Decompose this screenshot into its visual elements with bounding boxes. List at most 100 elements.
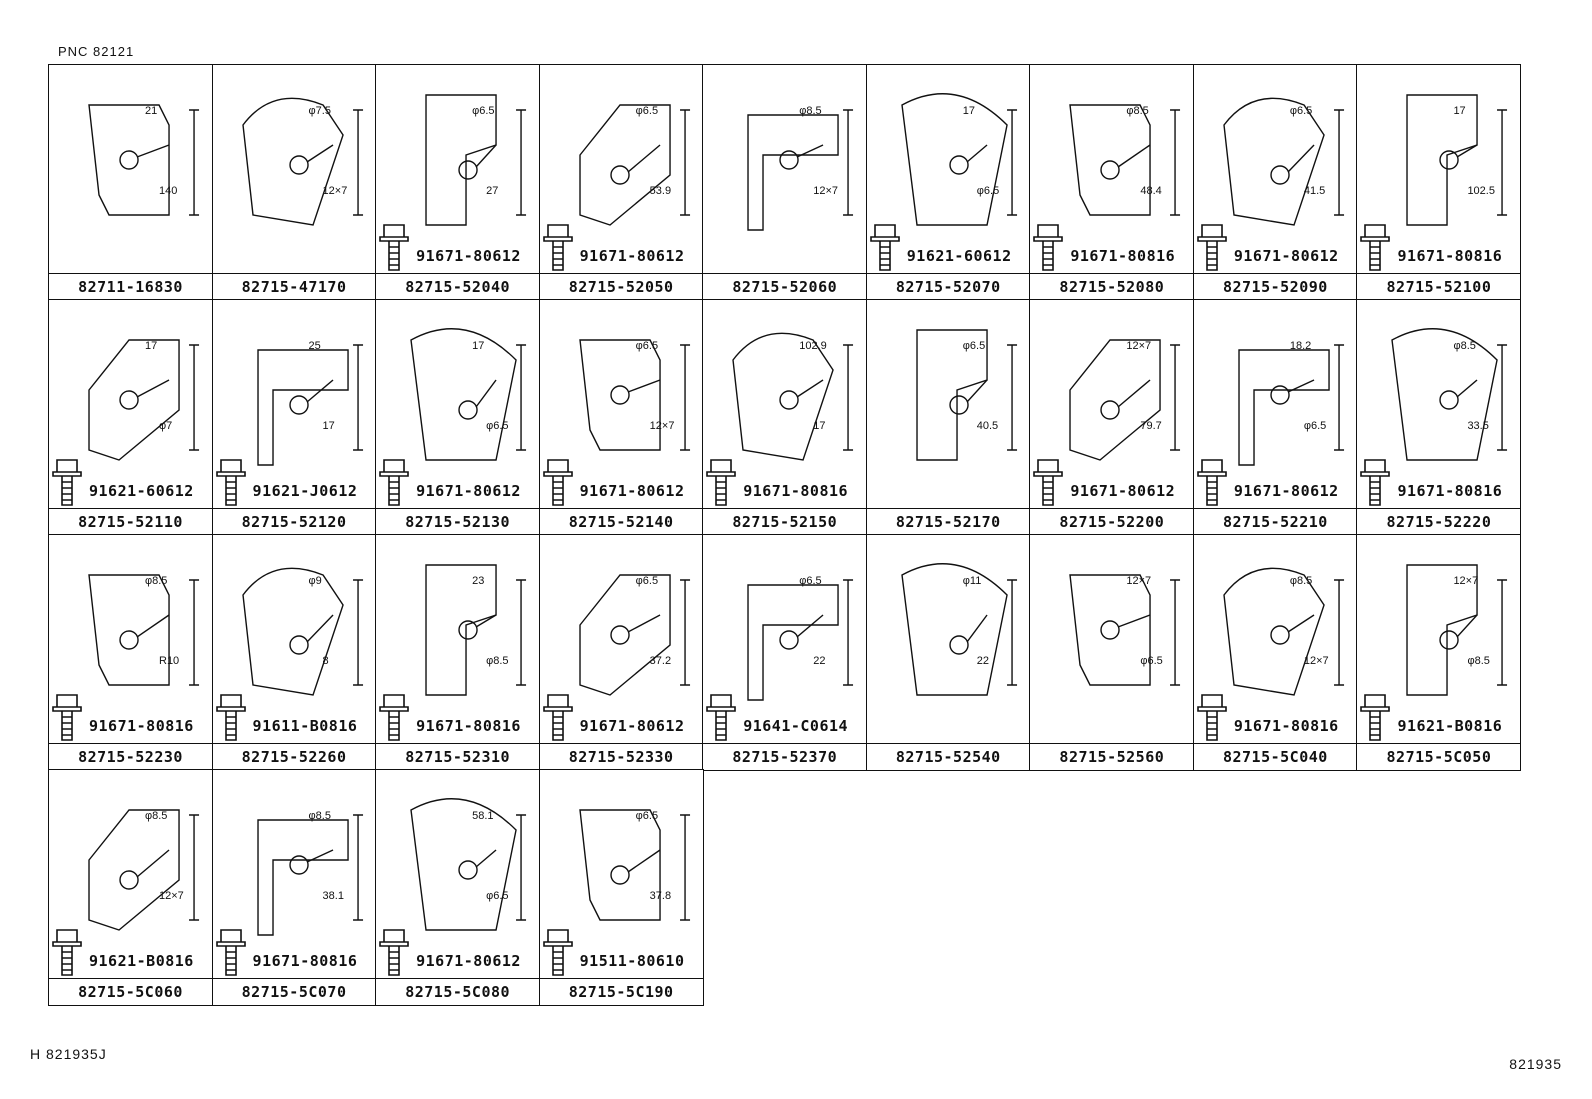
- bolt-part-number[interactable]: 91621-J0612: [252, 482, 358, 500]
- part-number[interactable]: 82715-52170: [866, 507, 1030, 535]
- bolt-part-number[interactable]: 91671-80816: [416, 717, 521, 735]
- part-number[interactable]: 82715-5C070: [212, 977, 376, 1005]
- part-number[interactable]: 82715-52100: [1357, 272, 1521, 300]
- bolt-part-number[interactable]: 91671-80612: [416, 247, 521, 265]
- bolt-part-number[interactable]: 91641-C0614: [743, 717, 849, 735]
- part-number[interactable]: 82711-16830: [49, 272, 213, 300]
- part-number[interactable]: 82715-5C080: [376, 977, 540, 1005]
- bolt-icon: [215, 694, 246, 741]
- part-number[interactable]: 82715-52120: [212, 507, 376, 535]
- part-number[interactable]: 82715-5C190: [539, 977, 703, 1005]
- bolt-part-number[interactable]: 91621-60612: [906, 247, 1012, 265]
- bolt-part-number[interactable]: 91671-80816: [1070, 247, 1176, 265]
- bolt-part-number[interactable]: 91671-80612: [1233, 247, 1339, 265]
- part-number[interactable]: 82715-52090: [1193, 272, 1357, 300]
- bolt-part-number[interactable]: 91671-80612: [579, 717, 685, 735]
- bolt-part-number[interactable]: 91671-80612: [579, 482, 685, 500]
- part-number[interactable]: 82715-5C050: [1357, 742, 1521, 770]
- part-number[interactable]: 82715-52130: [376, 507, 540, 535]
- bolt-part-number[interactable]: 91621-60612: [89, 482, 194, 500]
- part-number[interactable]: 82715-52040: [376, 272, 540, 300]
- part-number[interactable]: 82715-52310: [376, 742, 540, 770]
- bolt-part-number[interactable]: 91671-80612: [1070, 482, 1176, 500]
- bolt-part-number[interactable]: 91671-80816: [1397, 247, 1503, 265]
- part-number[interactable]: 82715-52060: [703, 272, 867, 300]
- part-number[interactable]: 82715-52050: [539, 272, 703, 300]
- part-number[interactable]: 82715-52560: [1030, 742, 1194, 770]
- dimension-label: 17: [145, 340, 158, 352]
- part-number[interactable]: 82715-52110: [49, 507, 213, 535]
- bolt-part-number[interactable]: 91671-80816: [1397, 482, 1503, 500]
- dimension-label: φ6.5: [1303, 420, 1327, 432]
- bolt-part-number[interactable]: 91671-80816: [743, 482, 849, 500]
- part-illustration: [376, 300, 539, 510]
- part-number[interactable]: 82715-52140: [539, 507, 703, 535]
- part-number[interactable]: 82715-52210: [1193, 507, 1357, 535]
- bolt-part-number[interactable]: 91511-80610: [579, 952, 685, 970]
- part-number[interactable]: 82715-47170: [212, 272, 376, 300]
- bolt-icon: [1360, 224, 1391, 271]
- part-number[interactable]: 82715-52230: [49, 742, 213, 770]
- part-number[interactable]: 82715-52540: [866, 742, 1030, 770]
- part-number[interactable]: 82715-52150: [703, 507, 867, 535]
- part-illustration: [49, 65, 212, 275]
- bolt-part-number[interactable]: 91671-80612: [416, 482, 521, 500]
- bolt-part-number[interactable]: 91671-80612: [1233, 482, 1339, 500]
- bolt-part-number[interactable]: 91671-80816: [1233, 717, 1339, 735]
- bolt-part-number[interactable]: 91621-B0816: [89, 952, 194, 970]
- dimension-label: 17: [1453, 105, 1466, 117]
- bolt-part-number[interactable]: 91611-B0816: [252, 717, 358, 735]
- dimension-label: 22: [813, 655, 826, 667]
- part-illustration: [376, 535, 539, 745]
- part-number[interactable]: 82715-52260: [212, 742, 376, 770]
- bolt-part-number[interactable]: 91621-B0816: [1397, 717, 1503, 735]
- part-number[interactable]: 82715-5C040: [1193, 742, 1357, 770]
- part-number[interactable]: 82715-52220: [1357, 507, 1521, 535]
- illustration-code: H 821935J: [30, 1046, 107, 1062]
- part-illustration: [1030, 535, 1193, 745]
- part-number[interactable]: 82715-52200: [1030, 507, 1194, 535]
- bolt-icon: [379, 459, 409, 506]
- part-number[interactable]: 82715-5C060: [49, 977, 213, 1005]
- part-number[interactable]: 82715-52330: [539, 742, 703, 770]
- bolt-part-number[interactable]: 91671-80612: [579, 247, 685, 265]
- part-number[interactable]: 82715-52370: [703, 742, 867, 770]
- bolt-part-number[interactable]: 91671-80612: [416, 952, 521, 970]
- bolt-part-number[interactable]: 91671-80816: [89, 717, 194, 735]
- part-number[interactable]: 82715-52070: [866, 272, 1030, 300]
- part-number[interactable]: 82715-52080: [1030, 272, 1194, 300]
- bolt-part-number[interactable]: 91671-80816: [252, 952, 358, 970]
- part-illustration: [49, 770, 212, 980]
